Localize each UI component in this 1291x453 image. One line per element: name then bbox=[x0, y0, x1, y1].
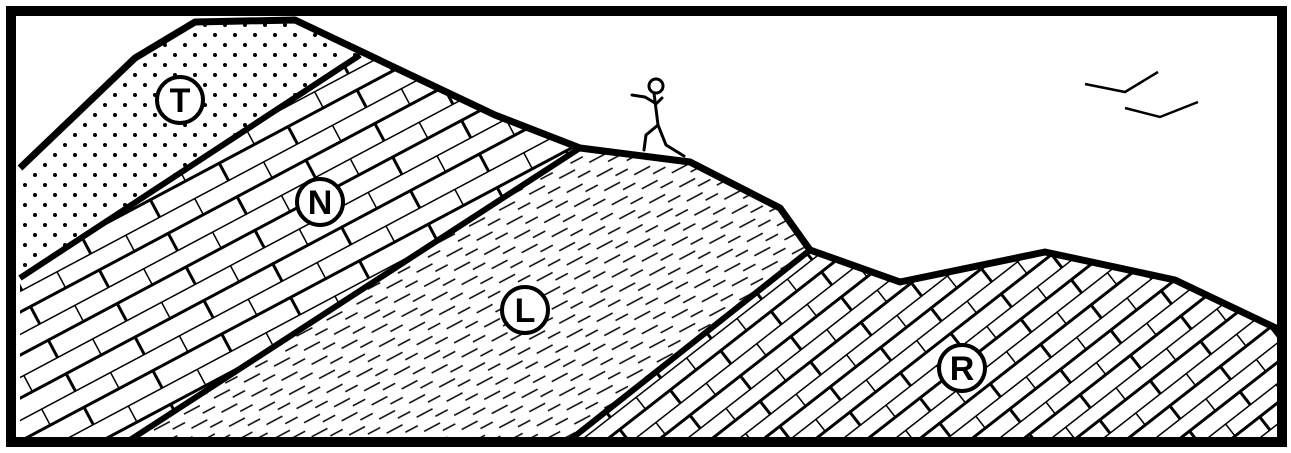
label-t: T bbox=[157, 77, 203, 123]
hiker-figure bbox=[632, 79, 684, 156]
label-l-text: L bbox=[515, 292, 536, 330]
bird-icon bbox=[1125, 102, 1198, 117]
label-r: R bbox=[939, 345, 985, 391]
bird-icon bbox=[1085, 72, 1158, 92]
label-l: L bbox=[502, 287, 548, 333]
label-t-text: T bbox=[170, 82, 191, 120]
label-r-text: R bbox=[950, 350, 975, 388]
label-n-text: N bbox=[308, 184, 333, 222]
label-n: N bbox=[297, 179, 343, 225]
